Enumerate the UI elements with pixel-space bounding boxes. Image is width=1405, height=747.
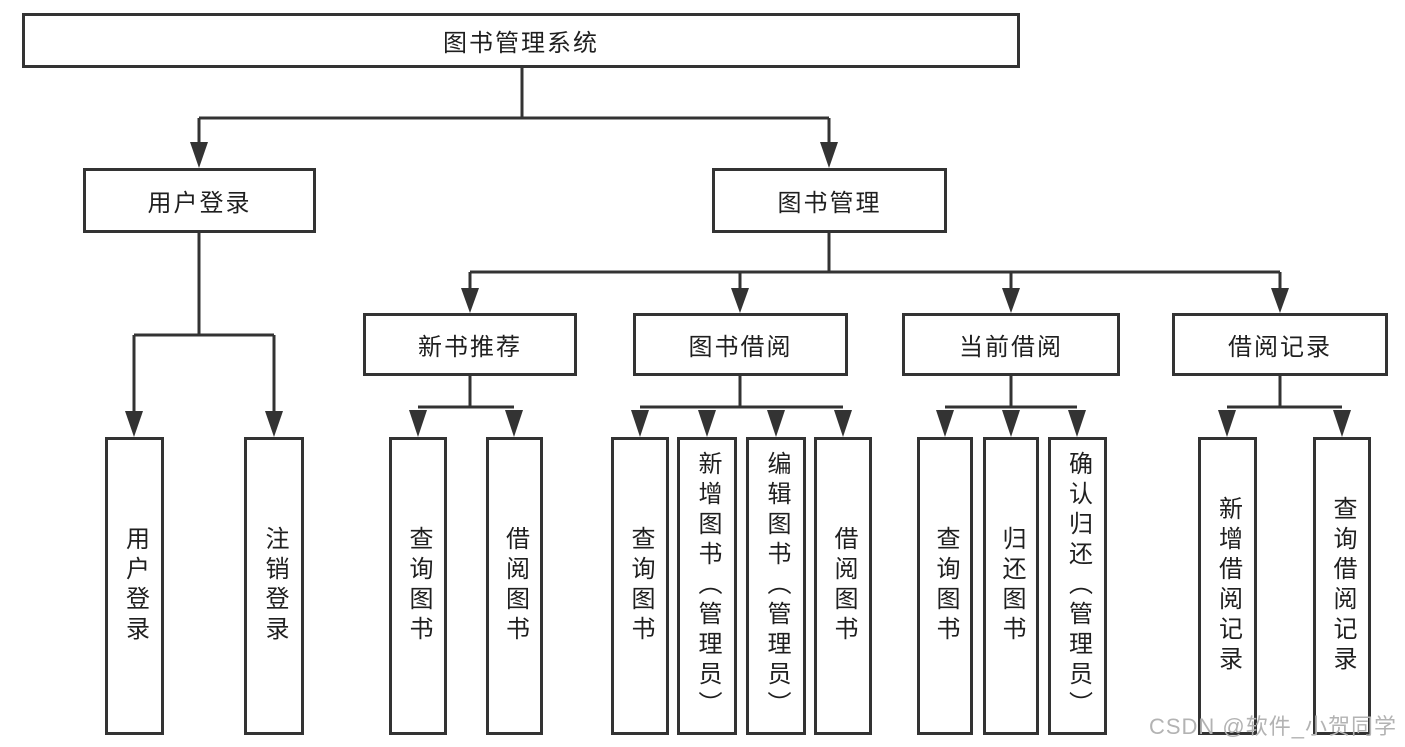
leaf-add-borrow-record-label: 新增借阅记录 — [1214, 496, 1242, 676]
csdn-watermark: CSDN @软件_小贺同学 — [1148, 714, 1397, 739]
leaf-borrow-books-label: 借阅图书 — [830, 526, 857, 646]
leaf-edit-books-admin-label: 编辑图书（管理员） — [763, 451, 790, 721]
connector-book-borrow-children — [631, 376, 852, 437]
leaf-add-books-admin: 新增图书（管理员） — [677, 437, 737, 735]
node-new-book-recommend: 新书推荐 — [363, 313, 577, 376]
connector-borrow-records-children — [1218, 376, 1351, 437]
node-current-borrow: 当前借阅 — [902, 313, 1120, 376]
leaf-add-borrow-record: 新增借阅记录 — [1198, 437, 1257, 735]
node-borrow-records-label: 借阅记录 — [1228, 334, 1332, 361]
node-system-root-label: 图书管理系统 — [443, 30, 599, 57]
leaf-borrow-books-recommend: 借阅图书 — [486, 437, 543, 735]
connector-root-to-level2 — [190, 68, 838, 168]
leaf-query-books-recommend-label: 查询图书 — [405, 526, 432, 646]
leaf-return-books-label: 归还图书 — [998, 526, 1025, 646]
connector-user-login-children — [125, 233, 283, 437]
connector-new-book-children — [409, 376, 523, 437]
leaf-user-login: 用户登录 — [105, 437, 164, 735]
node-user-login-branch: 用户登录 — [83, 168, 316, 233]
leaf-query-books-current: 查询图书 — [917, 437, 973, 735]
leaf-borrow-books-recommend-label: 借阅图书 — [501, 526, 529, 646]
leaf-logout-label: 注销登录 — [261, 526, 288, 646]
node-book-management-label: 图书管理 — [777, 190, 882, 217]
node-user-login-branch-label: 用户登录 — [147, 190, 252, 217]
leaf-confirm-return-admin-label: 确认归还（管理员） — [1064, 451, 1092, 721]
leaf-query-books-borrow-label: 查询图书 — [627, 526, 654, 646]
node-book-borrow: 图书借阅 — [633, 313, 848, 376]
leaf-borrow-books: 借阅图书 — [814, 437, 872, 735]
node-book-management: 图书管理 — [712, 168, 947, 233]
leaf-query-books-borrow: 查询图书 — [611, 437, 669, 735]
leaf-query-borrow-record: 查询借阅记录 — [1313, 437, 1371, 735]
leaf-user-login-label: 用户登录 — [121, 526, 149, 646]
node-system-root: 图书管理系统 — [22, 13, 1020, 68]
leaf-return-books: 归还图书 — [983, 437, 1039, 735]
leaf-query-books-current-label: 查询图书 — [932, 526, 959, 646]
node-current-borrow-label: 当前借阅 — [959, 334, 1063, 361]
leaf-logout: 注销登录 — [244, 437, 304, 735]
node-borrow-records: 借阅记录 — [1172, 313, 1388, 376]
leaf-add-books-admin-label: 新增图书（管理员） — [694, 451, 721, 721]
node-new-book-recommend-label: 新书推荐 — [418, 334, 522, 361]
leaf-query-borrow-record-label: 查询借阅记录 — [1329, 496, 1356, 676]
leaf-confirm-return-admin: 确认归还（管理员） — [1048, 437, 1107, 735]
connector-current-borrow-children — [936, 376, 1086, 437]
node-book-borrow-label: 图书借阅 — [688, 334, 793, 361]
connector-book-management-children — [461, 233, 1289, 313]
leaf-edit-books-admin: 编辑图书（管理员） — [746, 437, 806, 735]
leaf-query-books-recommend: 查询图书 — [389, 437, 447, 735]
